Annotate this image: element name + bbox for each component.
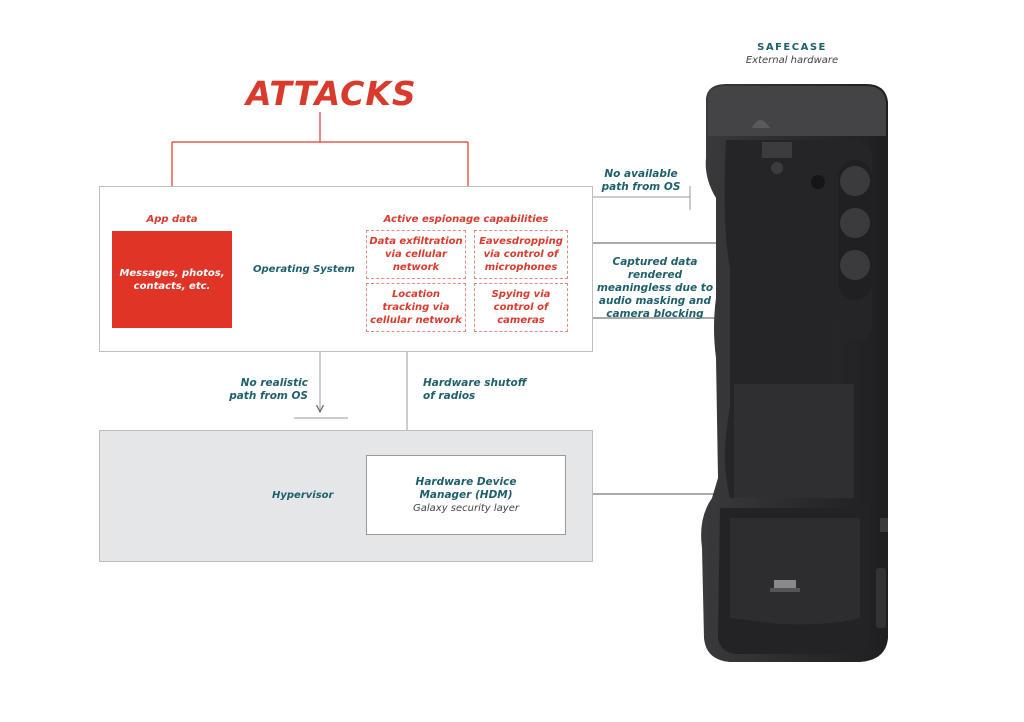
operating-system-label: Operating System <box>253 264 355 275</box>
hdm-box: Hardware Device Manager (HDM) Galaxy sec… <box>366 455 566 535</box>
hardware-shutoff-note: Hardware shutoff of radios <box>423 377 527 402</box>
diagram-title: ATTACKS <box>246 74 417 113</box>
capability-data-exfiltration: Data exfiltration via cellular network <box>366 230 466 279</box>
app-data-block: Messages, photos, contacts, etc. <box>112 231 232 328</box>
capability-eavesdropping: Eavesdropping via control of microphones <box>474 230 568 279</box>
captured-data-note: Captured data rendered meaningless due t… <box>596 256 714 320</box>
hypervisor-label: Hypervisor <box>272 490 334 501</box>
hdm-title: Hardware Device Manager (HDM) <box>415 476 517 501</box>
capability-spying-cameras: Spying via control of cameras <box>474 283 568 332</box>
safecase-device-illustration <box>701 84 888 662</box>
app-data-label: App data <box>146 214 198 225</box>
app-data-content: Messages, photos, contacts, etc. <box>119 267 225 292</box>
hypervisor-layer <box>99 430 593 562</box>
device-subtitle: External hardware <box>745 55 839 66</box>
no-available-path-note: No available path from OS <box>601 168 681 193</box>
no-realistic-path-note: No realistic path from OS <box>229 377 308 402</box>
capability-location-tracking: Location tracking via cellular network <box>366 283 466 332</box>
device-brand: SAFECASE <box>757 42 827 53</box>
capabilities-label: Active espionage capabilities <box>383 214 549 225</box>
hdm-subtitle: Galaxy security layer <box>413 503 519 514</box>
